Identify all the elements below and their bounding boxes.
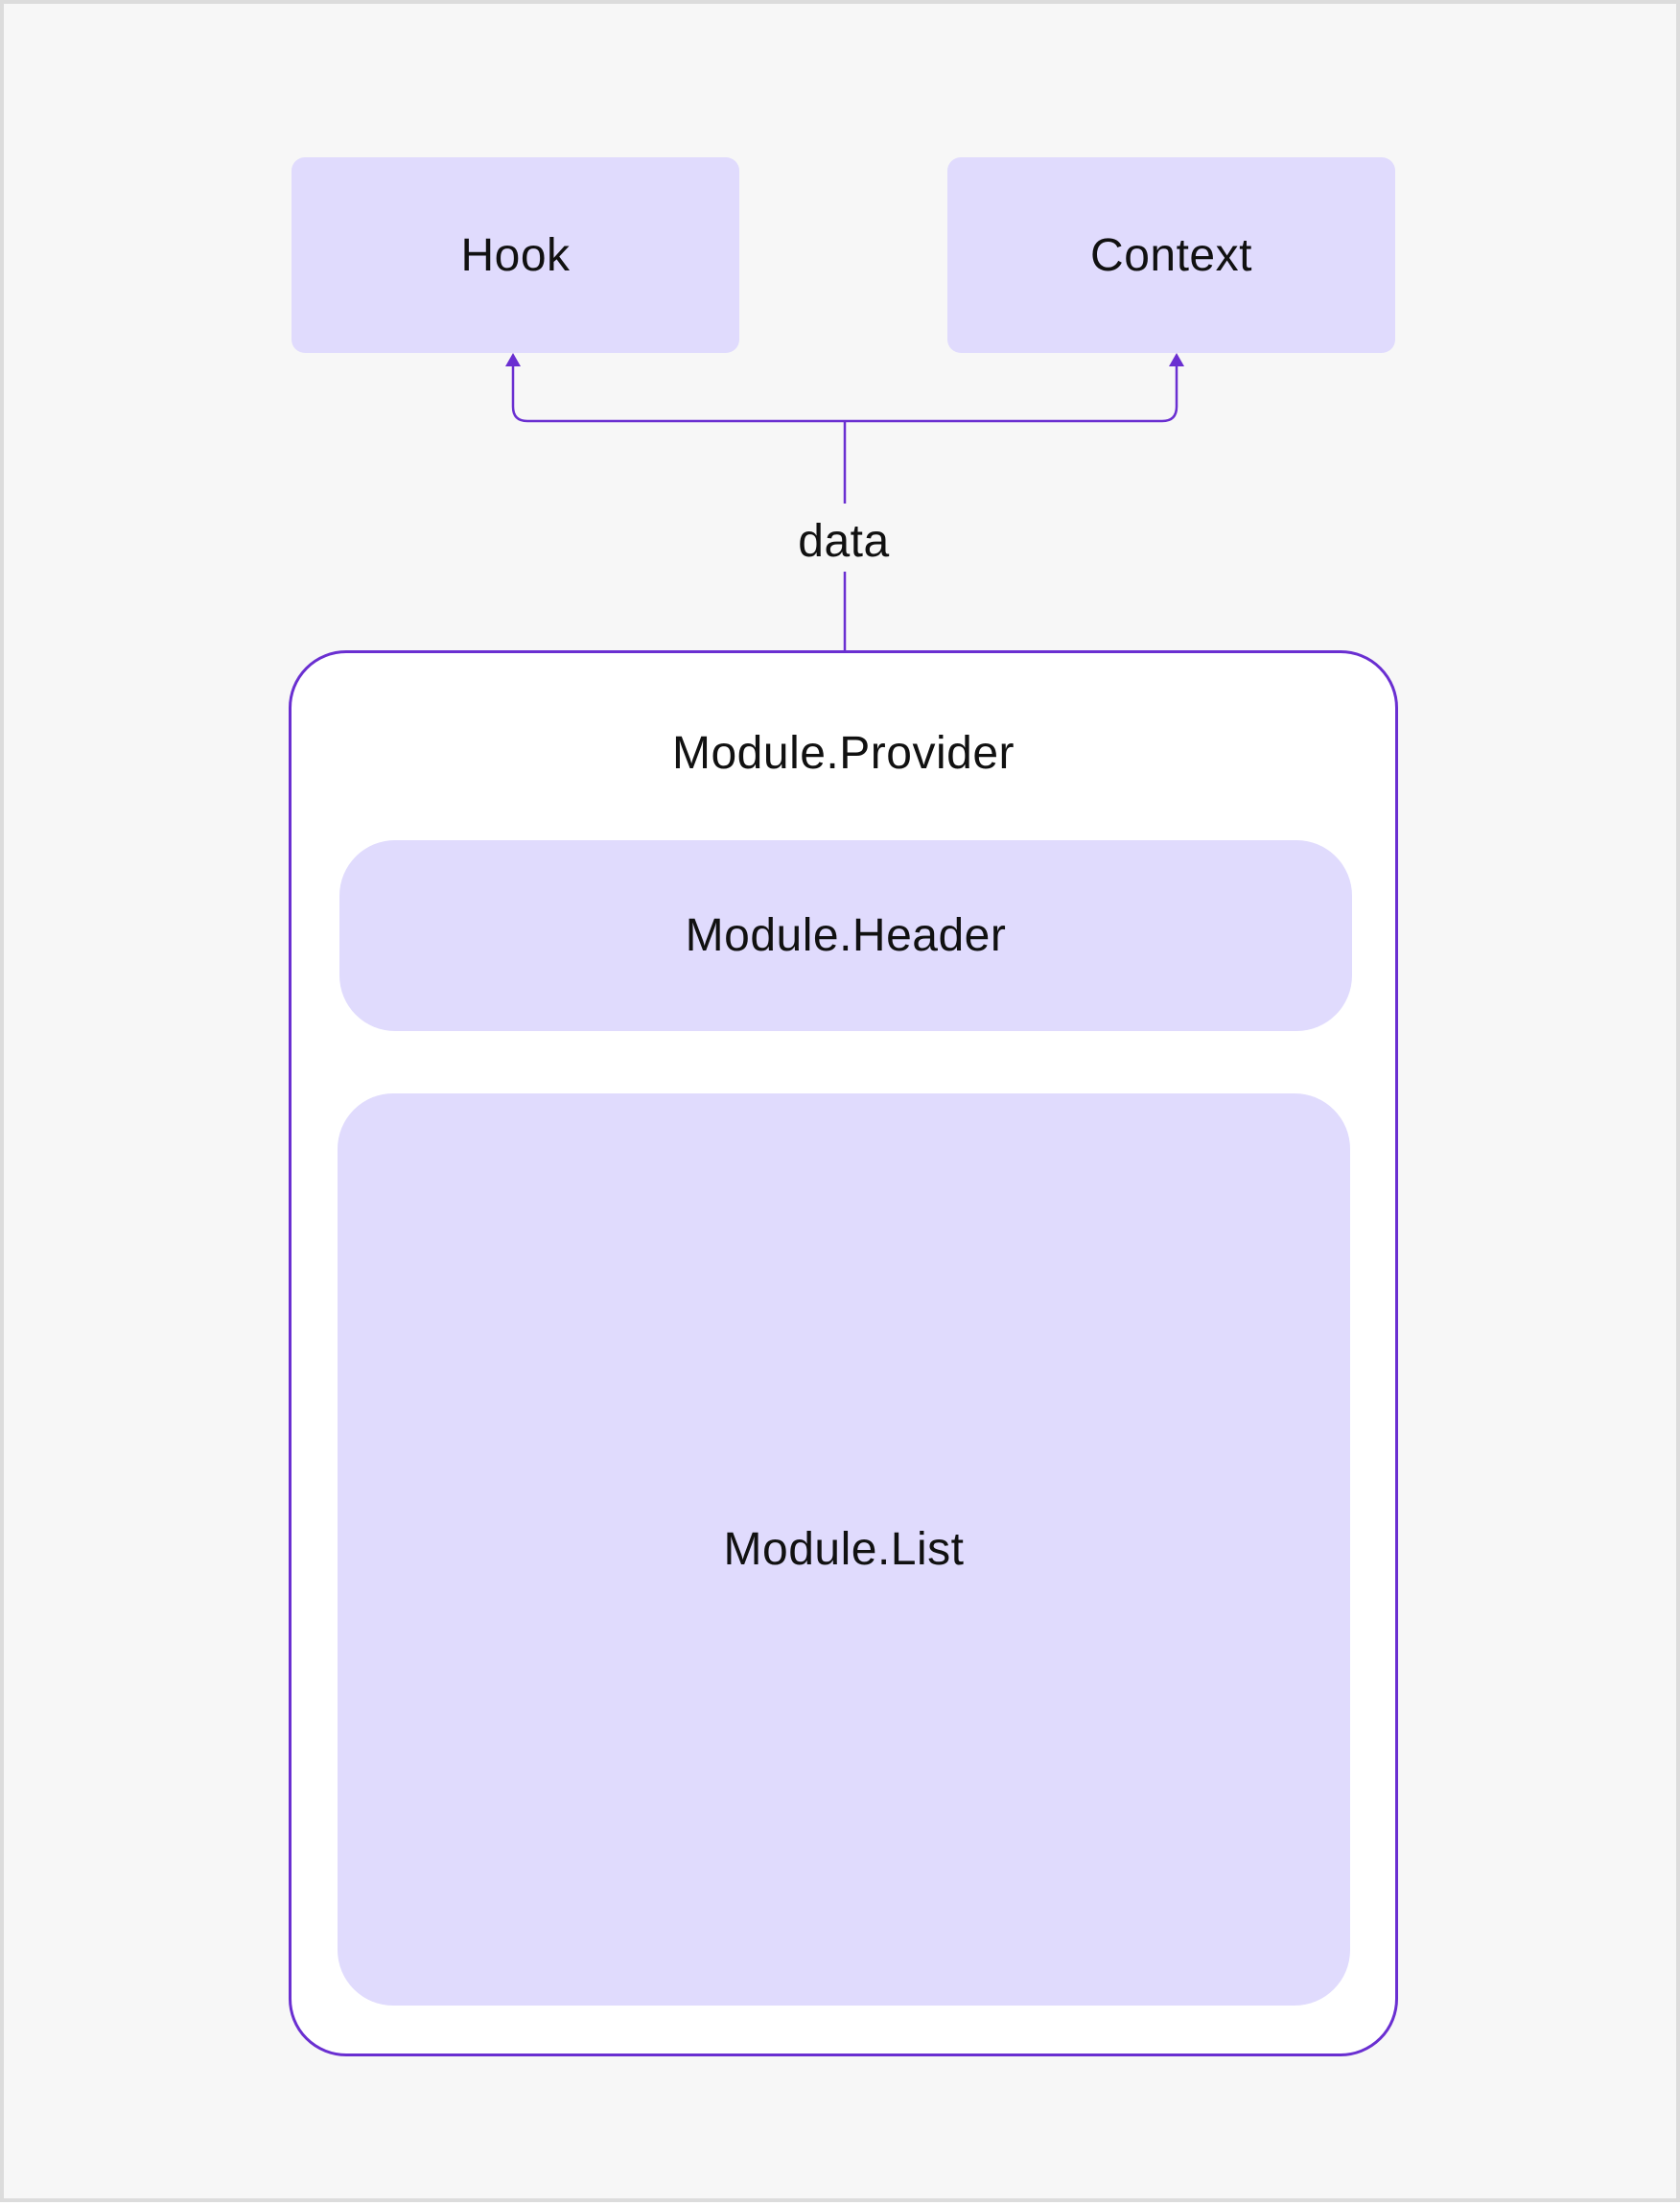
connector-branch-hook — [511, 364, 845, 423]
context-label: Context — [1090, 229, 1252, 281]
list-label: Module.List — [723, 1524, 965, 1575]
edge-label-data: data — [798, 515, 890, 567]
header-node: Module.Header — [339, 840, 1352, 1031]
provider-label: Module.Provider — [672, 728, 1015, 779]
arrowhead-hook — [505, 353, 521, 366]
connector-branch-context — [845, 364, 1178, 423]
hook-node: Hook — [292, 157, 739, 353]
arrowhead-context — [1169, 353, 1184, 366]
list-node: Module.List — [338, 1093, 1350, 2006]
context-node: Context — [947, 157, 1395, 353]
connector-lines — [505, 353, 1184, 650]
hook-label: Hook — [460, 229, 571, 281]
header-label: Module.Header — [685, 910, 1007, 961]
